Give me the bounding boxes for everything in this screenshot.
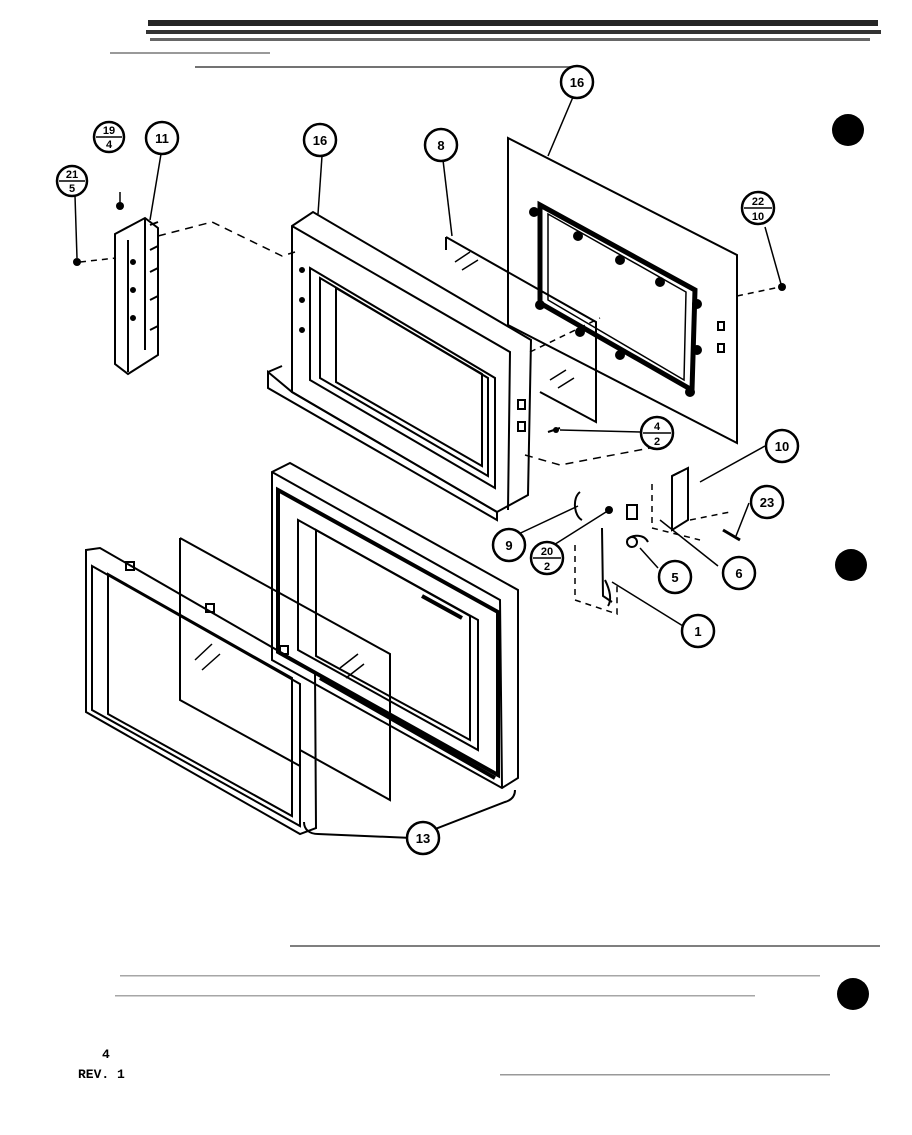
callout-11: 11	[144, 120, 180, 156]
header-scan-artifact	[110, 20, 881, 68]
footer-scan-artifact	[115, 945, 880, 1076]
callout-23: 23	[749, 484, 785, 520]
svg-text:21: 21	[66, 169, 78, 181]
svg-text:19: 19	[103, 125, 115, 137]
svg-text:8: 8	[437, 138, 444, 153]
revision-label: REV. 1	[78, 1067, 125, 1082]
svg-text:2: 2	[544, 561, 550, 573]
callout-22-10: 22 10	[740, 190, 776, 226]
callout-5: 5	[657, 559, 693, 595]
callout-19-4: 19 4	[92, 120, 126, 154]
inner-door-frame-part	[267, 210, 533, 522]
callout-20-2: 20 2	[529, 540, 565, 576]
outer-trim-frame	[85, 546, 318, 836]
callout-8: 8	[423, 127, 459, 163]
pin-part-23	[722, 528, 741, 542]
svg-text:13: 13	[416, 831, 430, 846]
svg-text:4: 4	[654, 421, 661, 433]
svg-text:5: 5	[69, 183, 75, 195]
svg-text:16: 16	[570, 75, 584, 90]
svg-text:9: 9	[505, 538, 512, 553]
page-number: 4	[102, 1047, 110, 1062]
svg-text:23: 23	[760, 495, 774, 510]
svg-text:5: 5	[671, 570, 678, 585]
callout-6: 6	[721, 555, 757, 591]
callout-1: 1	[680, 613, 716, 649]
svg-text:11: 11	[155, 131, 169, 146]
callout-10: 10	[764, 428, 800, 464]
assembly-dash-line	[736, 286, 781, 297]
callouts: 11 19 4 21 5 16 8 16 22	[55, 64, 800, 856]
assembly-dash-line	[689, 511, 731, 521]
svg-text:10: 10	[752, 211, 764, 223]
svg-text:20: 20	[541, 546, 553, 558]
front-panel-part-16	[507, 136, 738, 445]
screw-21-5	[73, 258, 81, 266]
svg-text:1: 1	[694, 624, 701, 639]
leader-line	[74, 195, 78, 259]
assembly-dash-line	[529, 317, 601, 353]
assembly-dash-line	[574, 545, 618, 616]
assembly-dash-line	[651, 484, 701, 541]
glass-pane-front	[179, 537, 391, 802]
callout-4-2: 4 2	[639, 415, 675, 451]
callout-16-frame: 16	[302, 122, 338, 158]
screw-22-10	[778, 283, 786, 291]
svg-text:16: 16	[313, 133, 327, 148]
callout-21-5: 21 5	[55, 164, 89, 198]
svg-text:10: 10	[775, 439, 789, 454]
assembly-dash-line	[524, 447, 651, 466]
screw-head	[553, 427, 559, 433]
svg-text:4: 4	[106, 139, 113, 151]
hinge-bracket-part	[114, 216, 159, 376]
binder-hole-bottom	[837, 978, 869, 1010]
callout-16-panel: 16	[559, 64, 595, 100]
callout-13: 13	[405, 820, 441, 856]
binder-hole-middle	[835, 549, 867, 581]
svg-text:2: 2	[654, 436, 660, 448]
svg-text:22: 22	[752, 196, 764, 208]
callout-leaders	[149, 96, 782, 839]
binder-hole-top	[832, 114, 864, 146]
outer-door-frame-part	[271, 461, 519, 790]
leader-dash	[79, 257, 117, 263]
assembly-dash-line	[157, 221, 296, 257]
screw-19-4	[116, 202, 124, 210]
glass-pane-part-8	[445, 236, 597, 424]
callout-9: 9	[491, 527, 527, 563]
svg-text:6: 6	[735, 566, 742, 581]
